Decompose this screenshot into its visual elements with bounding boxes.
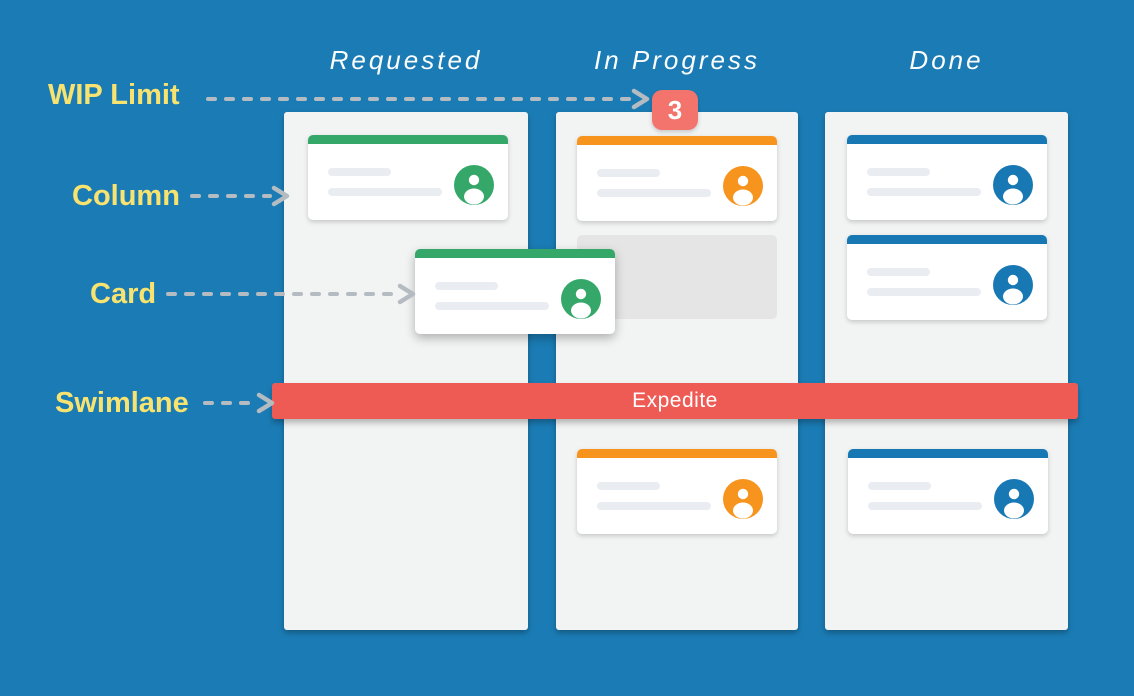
kanban-card [577, 136, 777, 221]
card-color-bar [848, 449, 1048, 458]
kanban-card-floating [415, 249, 615, 334]
avatar-icon [561, 279, 601, 319]
card-text-placeholder [328, 168, 391, 176]
column-label: Column [72, 180, 180, 212]
swimlane-label: Swimlane [55, 387, 189, 419]
card-text-placeholder [597, 502, 711, 510]
card-text-placeholder [597, 189, 711, 197]
card-text-placeholder [868, 502, 982, 510]
card-text-placeholder [867, 188, 981, 196]
card-text-placeholder [435, 302, 549, 310]
wip-limit-arrow-icon [206, 88, 650, 110]
avatar-icon [723, 479, 763, 519]
card-color-bar [308, 135, 508, 144]
kanban-column-in-progress [556, 112, 798, 630]
kanban-card [848, 449, 1048, 534]
card-text-placeholder [868, 482, 931, 490]
kanban-column-done [825, 112, 1068, 630]
card-color-bar [847, 135, 1047, 144]
card-text-placeholder [867, 288, 981, 296]
card-text-placeholder [867, 268, 930, 276]
column-arrow-icon [190, 185, 290, 207]
swimlane-band: Expedite [272, 383, 1078, 419]
kanban-column-requested [284, 112, 528, 630]
column-header-requested: Requested [329, 45, 483, 75]
wip-limit-badge: 3 [652, 90, 698, 130]
swimlane-arrow-icon [203, 392, 275, 414]
card-arrow-icon [166, 283, 416, 305]
card-color-bar [577, 136, 777, 145]
card-text-placeholder [328, 188, 442, 196]
avatar-icon [454, 165, 494, 205]
card-color-bar [415, 249, 615, 258]
kanban-card [847, 135, 1047, 220]
kanban-card [308, 135, 508, 220]
card-color-bar [847, 235, 1047, 244]
column-header-done: Done [909, 45, 984, 75]
card-text-placeholder [597, 482, 660, 490]
wip-limit-label: WIP Limit [48, 79, 180, 111]
card-text-placeholder [597, 169, 660, 177]
card-label: Card [90, 278, 157, 310]
avatar-icon [994, 479, 1034, 519]
card-color-bar [577, 449, 777, 458]
avatar-icon [723, 166, 763, 206]
column-header-in-progress: In Progress [594, 45, 760, 75]
card-text-placeholder [867, 168, 930, 176]
avatar-icon [993, 165, 1033, 205]
kanban-card [847, 235, 1047, 320]
kanban-card [577, 449, 777, 534]
avatar-icon [993, 265, 1033, 305]
card-text-placeholder [435, 282, 498, 290]
